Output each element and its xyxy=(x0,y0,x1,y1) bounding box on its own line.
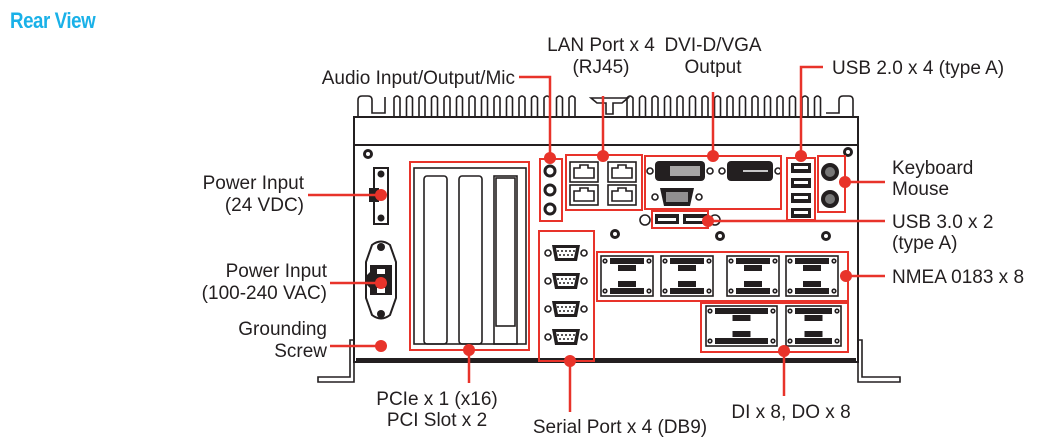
label-usb3: USB 3.0 x 2(type A) xyxy=(892,212,993,254)
screw-icon xyxy=(821,231,831,241)
rj45-ports xyxy=(569,161,637,206)
section-title: Rear View xyxy=(10,8,96,33)
db9-port-icon xyxy=(544,245,588,261)
usb-port-icon xyxy=(791,208,811,218)
terminal-block-icon xyxy=(726,255,780,297)
rj45-port-icon xyxy=(607,184,637,206)
db9-port-icon xyxy=(544,301,588,317)
terminal-block-icon xyxy=(705,305,778,347)
usb-port-icon xyxy=(791,163,811,173)
db9-port-icon xyxy=(544,329,588,345)
callout-labels: Audio Input/Output/Mic LAN Port x 4(RJ45… xyxy=(202,35,1024,438)
screw-icon xyxy=(610,229,620,239)
screw-icon xyxy=(843,147,853,157)
rj45-port-icon xyxy=(569,184,599,206)
usb-port-icon xyxy=(791,178,811,188)
terminal-blocks xyxy=(600,255,842,347)
label-dio: DI x 8, DO x 8 xyxy=(731,402,850,423)
label-serial: Serial Port x 4 (DB9) xyxy=(533,417,707,438)
label-nmea: NMEA 0183 x 8 xyxy=(892,267,1024,288)
heatsink-fin-row xyxy=(385,95,826,118)
callout-leaders xyxy=(308,65,885,412)
label-usb2: USB 2.0 x 4 (type A) xyxy=(832,58,1004,79)
terminal-block-icon xyxy=(600,255,654,297)
label-lan: LAN Port x 4(RJ45) xyxy=(547,35,655,78)
db9-ports xyxy=(544,245,588,345)
heatsink-fins xyxy=(385,95,826,118)
rj45-port-icon xyxy=(569,161,599,183)
usb-port-icon xyxy=(791,193,811,203)
expansion-slots xyxy=(413,167,527,345)
label-audio: Audio Input/Output/Mic xyxy=(322,68,515,89)
label-power-ac: Power Input(100-240 VAC) xyxy=(202,261,328,304)
terminal-block-icon xyxy=(785,305,842,347)
label-power-dc: Power Input(24 VDC) xyxy=(203,173,305,216)
screw-icon xyxy=(715,231,725,241)
db9-port-icon xyxy=(544,273,588,289)
rj45-port-icon xyxy=(607,161,637,183)
chassis xyxy=(317,95,901,383)
label-pci: PCIe x 1 (x16)PCI Slot x 2 xyxy=(376,389,497,431)
audio-jacks xyxy=(543,164,557,216)
screw-icon xyxy=(363,149,373,159)
terminal-block-icon xyxy=(785,255,839,297)
usb2-ports xyxy=(791,163,811,218)
video-ports xyxy=(646,161,782,206)
terminal-block-icon xyxy=(660,255,714,297)
ps2-ports xyxy=(821,163,839,208)
